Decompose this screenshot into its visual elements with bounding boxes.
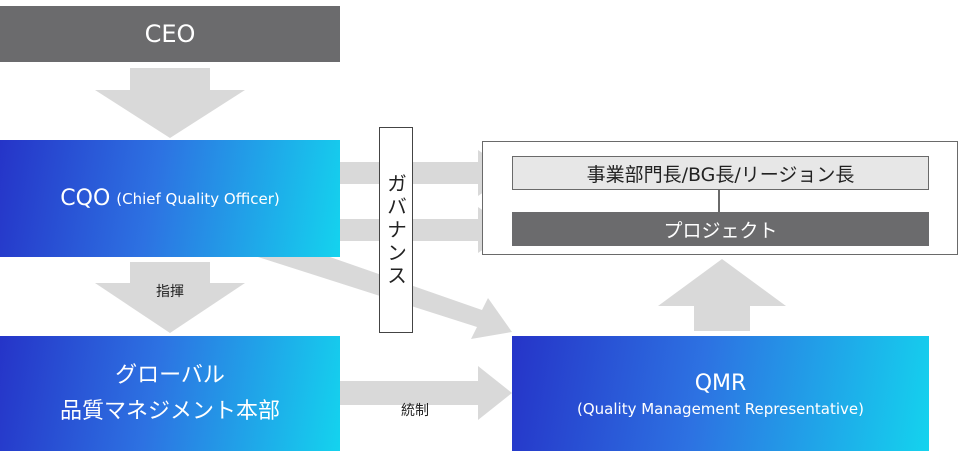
ceo-to-cqo-arrow [95, 68, 245, 138]
cqo-to-qmr-diagonal-arrow [258, 257, 512, 339]
qmr-title: QMR [694, 370, 747, 396]
division-heads-box: 事業部門長/BG長/リージョン長 [512, 156, 929, 190]
division-heads-label: 事業部門長/BG長/リージョン長 [586, 163, 855, 186]
cqo-title: CQO [60, 186, 111, 211]
governance-label: ガバナンス [383, 172, 408, 288]
command-edge-label: 指揮 [156, 284, 184, 300]
cqo-box: CQO (Chief Quality Officer) [0, 140, 340, 257]
control-edge-label: 統制 [401, 403, 429, 419]
project-box: プロジェクト [512, 212, 929, 246]
cqo-to-division-arrow [340, 150, 512, 196]
ceo-box: CEO [0, 6, 340, 62]
gqm-line-1: グローバル [115, 362, 225, 388]
cqo-to-gqm-arrow [95, 262, 245, 333]
cqo-to-project-arrow [340, 207, 512, 253]
cqo-subtitle: (Chief Quality Officer) [116, 189, 280, 208]
gqm-line-2: 品質マネジメント本部 [59, 398, 280, 424]
ceo-label: CEO [144, 20, 196, 48]
division-project-connector [718, 190, 720, 212]
qmr-subtitle: (Quality Management Representative) [577, 399, 864, 418]
project-label: プロジェクト [663, 219, 778, 242]
gqm-to-qmr-arrow [340, 366, 512, 420]
global-quality-management-box: グローバル 品質マネジメント本部 [0, 336, 340, 451]
qmr-to-organization-arrow [658, 259, 786, 331]
governance-box: ガバナンス [379, 127, 413, 333]
qmr-box: QMR (Quality Management Representative) [512, 336, 929, 451]
